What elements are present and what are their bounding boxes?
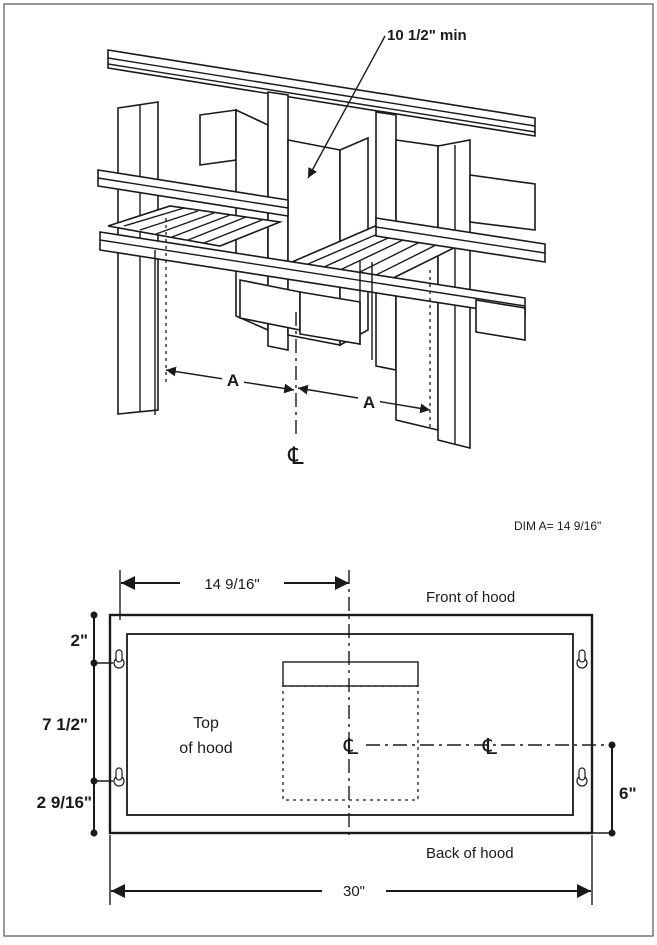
- top-of-hood-line2: of hood: [179, 740, 232, 757]
- top-of-hood-line1: Top: [193, 715, 219, 732]
- left-platform: [107, 205, 284, 247]
- lower-face-right: [475, 299, 526, 341]
- dim-a-label-right: A: [363, 393, 375, 412]
- clearance-label: 10 1/2" min: [387, 27, 467, 44]
- lower-face-center: [299, 291, 361, 345]
- top-rail: [107, 49, 536, 137]
- dim-a-label-left: A: [227, 371, 239, 390]
- hood-outline: [108, 613, 594, 835]
- keyhole-slot-top-right: [576, 649, 588, 669]
- duct-collar: [282, 661, 419, 687]
- left-dim-7-5in: 7 1/2": [42, 715, 88, 734]
- duct-cutout: [282, 685, 419, 801]
- clearance-leader: [307, 35, 386, 179]
- width-label: 30": [343, 883, 365, 900]
- page-border: [3, 3, 654, 937]
- front-of-hood-label: Front of hood: [426, 589, 515, 606]
- back-of-hood-label: Back of hood: [426, 845, 514, 862]
- keyhole-slot-top-left: [113, 649, 125, 669]
- hood-plan-view: 14 9/16" Front of hood ℄ ℄ Top of hood: [37, 570, 637, 905]
- keyhole-slot-bottom-right: [576, 767, 588, 787]
- framing-centerline-symbol: ℄: [287, 443, 304, 470]
- back-panel-right: [469, 174, 536, 231]
- plan-centerline-symbol-vertical: ℄: [343, 734, 359, 759]
- top-offset-label: 14 9/16": [204, 576, 259, 593]
- back-panel-1: [199, 109, 237, 166]
- plan-centerline-symbol-horizontal: ℄: [482, 734, 498, 759]
- right-dim-6in: 6": [619, 784, 637, 803]
- left-dim-2in: 2": [70, 631, 88, 650]
- hood-top-panel: [126, 633, 574, 816]
- dim-a-note: DIM A= 14 9/16": [514, 519, 601, 533]
- keyhole-slot-bottom-left: [113, 767, 125, 787]
- framing-illustration: A A ℄ 10 1/2" min: [97, 27, 546, 470]
- left-dim-2-9-16in: 2 9/16": [37, 793, 92, 812]
